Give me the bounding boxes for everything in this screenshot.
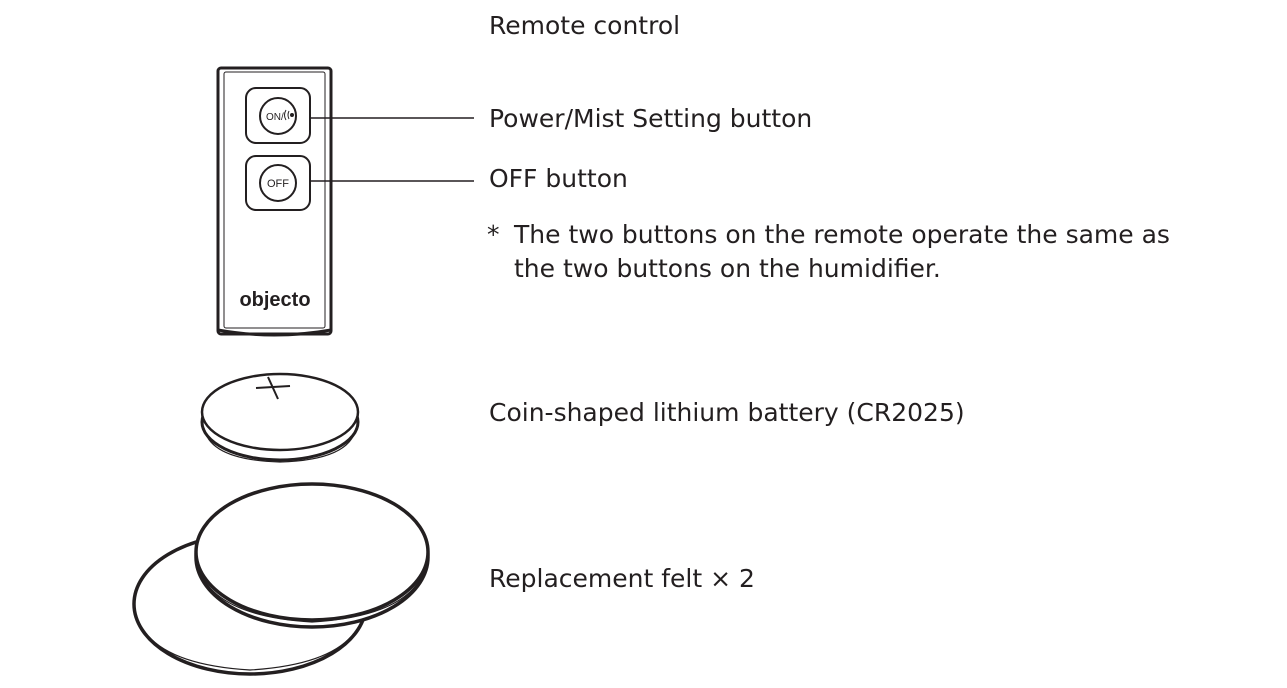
coin-battery-illustration — [200, 372, 360, 463]
off-button-text: OFF — [267, 178, 289, 190]
remote-control-title: Remote control — [489, 11, 681, 40]
power-mist-button[interactable]: ON/ — [245, 87, 311, 144]
note-line-1: The two buttons on the remote operate th… — [514, 220, 1170, 249]
wave-mist-icon — [284, 109, 294, 121]
remote-control-illustration: ON/ OFF objecto — [216, 66, 333, 337]
power-button-label: Power/Mist Setting button — [489, 104, 813, 133]
note-marker: * — [487, 220, 500, 249]
felt-label: Replacement felt × 2 — [489, 564, 755, 593]
replacement-felt-illustration — [132, 482, 430, 676]
battery-label: Coin-shaped lithium battery (CR2025) — [489, 398, 965, 427]
off-button-label: OFF button — [489, 164, 628, 193]
plus-polarity-icon — [255, 376, 291, 400]
on-button-text: ON/ — [266, 112, 284, 123]
off-button[interactable]: OFF — [245, 155, 311, 211]
brand-logo: objecto — [239, 289, 310, 311]
note-line-2: the two buttons on the humidifier. — [514, 254, 941, 283]
